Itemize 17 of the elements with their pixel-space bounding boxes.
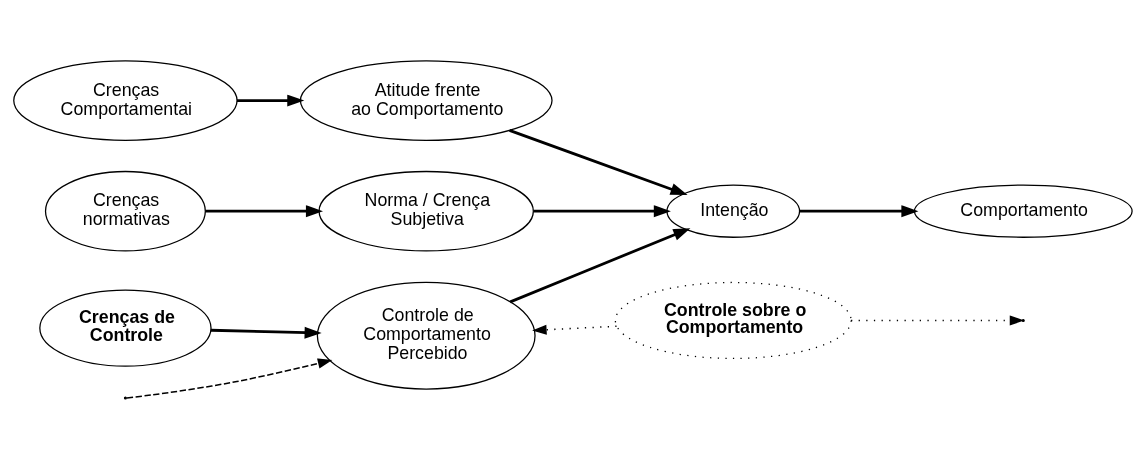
arrow <box>126 358 333 399</box>
arrow <box>799 204 919 217</box>
node-ellipse: Comportamento <box>913 184 1133 238</box>
node-ellipse: Controle sobre o Comportamento <box>614 281 852 359</box>
node-ellipse: Norma / Crença Subjetiva <box>318 170 534 251</box>
arrow <box>205 204 323 217</box>
arrow <box>509 128 688 195</box>
arrow <box>850 314 1025 326</box>
node-ellipse: Crenças normativas <box>44 170 206 251</box>
node-ellipse: Crenças de Controle <box>39 288 212 367</box>
node-ellipse: Atitude frente ao Comportamento <box>299 59 553 141</box>
arrow <box>509 227 691 303</box>
node-ellipse: Crenças Comportamentai <box>13 59 238 141</box>
arrow <box>236 94 305 107</box>
arrow <box>532 324 618 335</box>
arrow <box>533 204 671 217</box>
arrow <box>210 326 322 339</box>
